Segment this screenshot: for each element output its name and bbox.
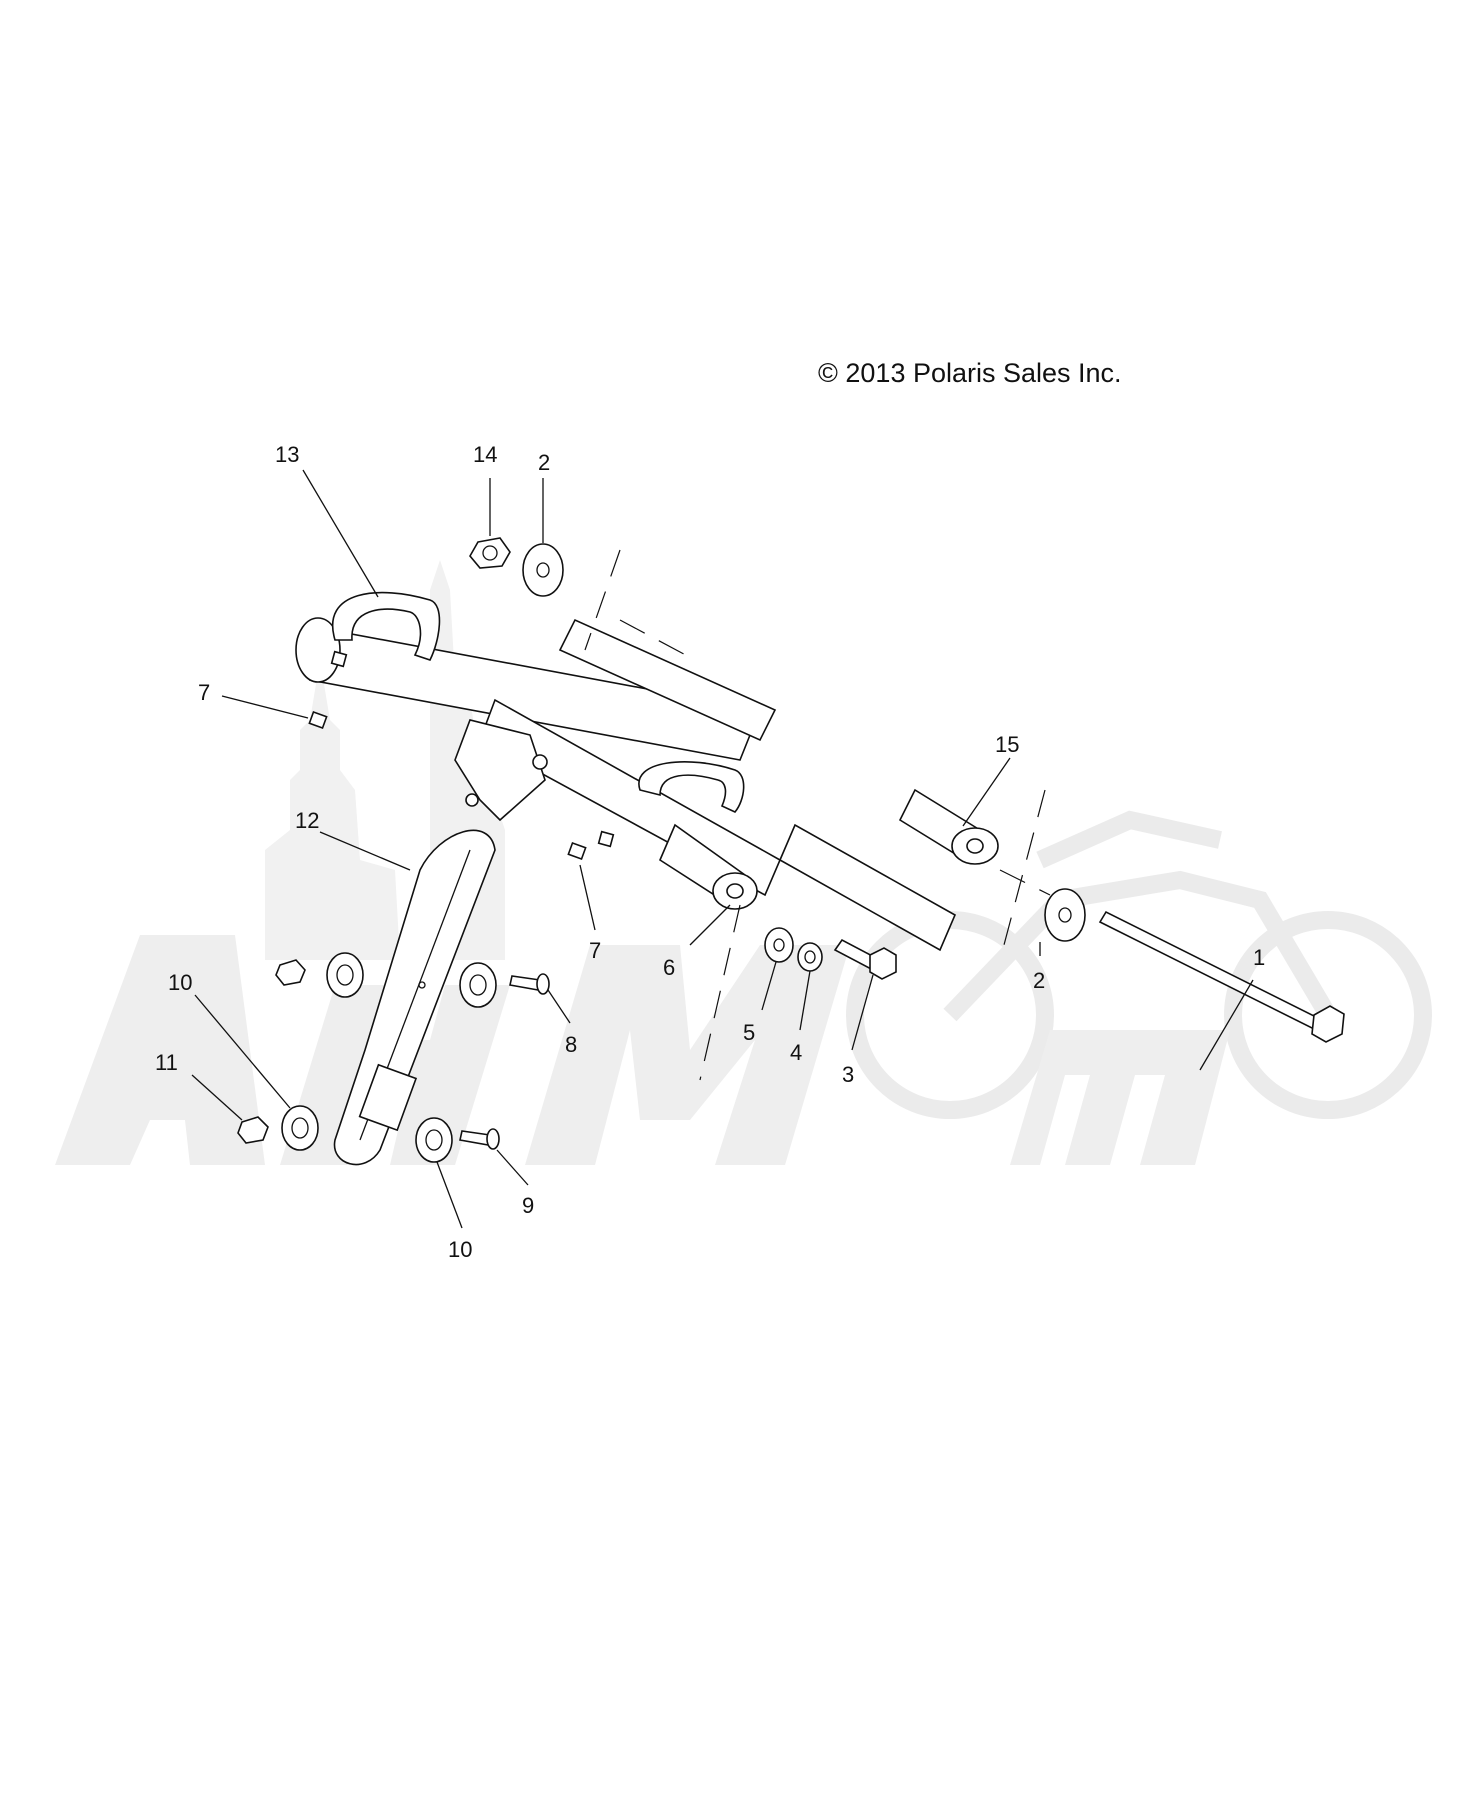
callout-4: 4 bbox=[790, 1040, 802, 1065]
nut-upper-left bbox=[275, 959, 306, 986]
callout-11: 11 bbox=[155, 1050, 178, 1075]
washer-part-5 bbox=[764, 927, 794, 963]
callout-3: 3 bbox=[842, 1062, 854, 1087]
callout-9: 9 bbox=[522, 1193, 534, 1218]
centerline-upper bbox=[584, 549, 696, 661]
callout-labels: 1 2 2 3 4 5 6 7 7 8 9 10 10 11 12 13 14 … bbox=[155, 442, 1265, 1262]
nut-part-11 bbox=[237, 1116, 269, 1144]
callout-2-upper: 2 bbox=[538, 450, 550, 475]
callout-14: 14 bbox=[473, 442, 497, 467]
grease-fitting-part-7-upper bbox=[308, 710, 328, 730]
centerline-lower bbox=[699, 904, 741, 1081]
callout-15: 15 bbox=[995, 732, 1019, 757]
callout-1: 1 bbox=[1253, 945, 1265, 970]
bushing-upper-left bbox=[326, 952, 364, 998]
grease-fitting-part-7-lower bbox=[567, 841, 587, 861]
copyright-text: © 2013 Polaris Sales Inc. bbox=[818, 358, 1122, 388]
bushing-part-10-right bbox=[415, 1117, 453, 1163]
callout-6: 6 bbox=[663, 955, 675, 980]
bushing-part-10-left bbox=[281, 1105, 319, 1151]
washer-part-2-lower bbox=[1044, 888, 1086, 942]
washer-part-2-upper bbox=[522, 543, 564, 597]
pin-part-8 bbox=[509, 973, 550, 995]
callout-13: 13 bbox=[275, 442, 299, 467]
nut-part-14 bbox=[469, 537, 511, 569]
centerline-right bbox=[999, 789, 1051, 961]
link-arm-part-12 bbox=[333, 829, 496, 1166]
callout-7-lower: 7 bbox=[589, 938, 601, 963]
bolt-part-3 bbox=[833, 938, 897, 980]
watermark-lettering bbox=[55, 935, 1230, 1165]
callout-5: 5 bbox=[743, 1020, 755, 1045]
callout-7-upper: 7 bbox=[198, 680, 210, 705]
bolt-part-1 bbox=[1098, 910, 1345, 1043]
callout-12: 12 bbox=[295, 808, 319, 833]
callout-2-lower: 2 bbox=[1033, 968, 1045, 993]
callout-8: 8 bbox=[565, 1032, 577, 1057]
swing-arm bbox=[295, 591, 999, 952]
callout-10-lower: 10 bbox=[448, 1237, 472, 1262]
leader-lines bbox=[191, 469, 1254, 1229]
callout-10-left: 10 bbox=[168, 970, 192, 995]
pin-part-9 bbox=[459, 1128, 500, 1150]
washer-part-4 bbox=[797, 942, 823, 972]
bushing-upper-right bbox=[459, 962, 497, 1008]
